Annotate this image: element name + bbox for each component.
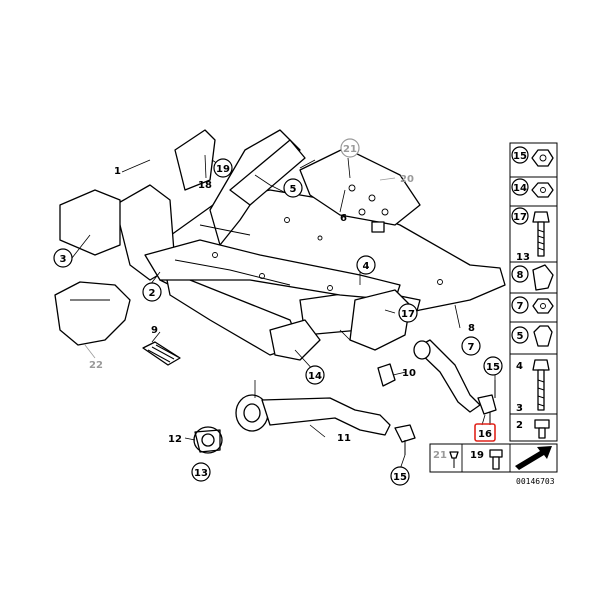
hardware-panel: 15 14 17 13 8 7	[509, 142, 558, 442]
callout-3: 3	[53, 248, 73, 268]
callout-19: 19	[213, 158, 233, 178]
svg-text:21: 21	[433, 450, 447, 461]
side-item-2: 2	[516, 419, 550, 439]
side-item-17: 17	[511, 207, 529, 225]
callout-16-highlighted: 16	[474, 423, 496, 442]
callout-7: 7	[461, 336, 481, 356]
callout-17: 17	[398, 303, 418, 323]
side-item-14: 14	[511, 178, 554, 198]
callout-22: 22	[89, 360, 103, 371]
bottom-item-21: 21	[433, 450, 459, 468]
svg-text:15: 15	[393, 472, 407, 483]
direction-arrow-icon	[515, 446, 552, 470]
side-item-5: 5	[511, 325, 553, 347]
svg-text:8: 8	[517, 270, 524, 281]
svg-text:16: 16	[478, 429, 492, 440]
diagram-reference-number: 00146703	[516, 477, 555, 486]
callout-4: 4	[356, 255, 376, 275]
svg-text:3: 3	[60, 254, 67, 265]
svg-text:14: 14	[308, 371, 322, 382]
svg-text:2: 2	[149, 288, 156, 299]
front-axle-subframe	[59, 129, 506, 361]
svg-text:15: 15	[486, 362, 500, 373]
control-arm-11	[235, 394, 416, 455]
svg-text:15: 15	[513, 151, 527, 162]
svg-text:21: 21	[343, 144, 357, 155]
side-item-4: 4	[516, 359, 550, 411]
side-item-7: 7	[511, 296, 554, 314]
svg-text:7: 7	[517, 301, 524, 312]
tension-strut-16	[413, 339, 497, 425]
callout-5: 5	[283, 178, 303, 198]
bushing-12	[193, 426, 223, 454]
svg-text:2: 2	[516, 420, 523, 431]
callout-9: 9	[151, 325, 158, 336]
callout-15-upper: 15	[483, 356, 503, 376]
callout-15-lower: 15	[390, 466, 410, 486]
svg-text:19: 19	[470, 450, 484, 461]
callout-1: 1	[114, 166, 121, 177]
svg-text:5: 5	[290, 184, 297, 195]
bottom-item-19: 19	[470, 449, 503, 470]
rubber-pad-9	[142, 341, 181, 366]
callout-20: 20	[400, 174, 414, 185]
callout-8: 8	[468, 323, 475, 334]
callout-13: 13	[191, 462, 211, 482]
svg-text:13: 13	[516, 252, 530, 263]
callout-18: 18	[198, 180, 212, 191]
callout-14: 14	[305, 365, 325, 385]
bushing-10	[377, 363, 396, 387]
hardware-bottom-row: 21 19	[429, 443, 558, 473]
side-item-13: 13	[516, 211, 550, 263]
side-item-15: 15	[511, 146, 554, 167]
svg-text:4: 4	[516, 361, 523, 372]
callout-11: 11	[337, 433, 351, 444]
side-item-8: 8	[511, 264, 554, 291]
svg-text:3: 3	[516, 403, 523, 414]
callout-6: 6	[340, 213, 347, 224]
svg-text:4: 4	[363, 261, 370, 272]
callout-2: 2	[142, 282, 162, 302]
svg-text:13: 13	[194, 468, 208, 479]
callout-12: 12	[168, 434, 182, 445]
svg-text:7: 7	[468, 342, 475, 353]
callout-10: 10	[402, 368, 416, 379]
svg-text:17: 17	[513, 212, 527, 223]
callout-21: 21	[340, 138, 360, 158]
underbody-guard	[54, 281, 131, 346]
svg-text:5: 5	[517, 331, 524, 342]
shield-plate	[299, 147, 421, 233]
svg-text:17: 17	[401, 309, 415, 320]
svg-text:19: 19	[216, 164, 230, 175]
svg-text:14: 14	[513, 183, 527, 194]
side-item-3: 3	[516, 403, 523, 414]
